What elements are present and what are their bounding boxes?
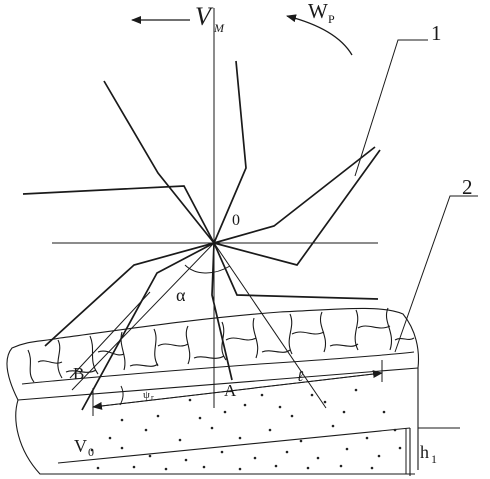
alpha-label: α: [176, 285, 186, 305]
initial-velocity-label: V: [74, 436, 87, 456]
axes: [52, 8, 378, 408]
angle-psi-label: ψ: [143, 389, 150, 401]
angle-psi-sub-label: r: [151, 393, 154, 402]
height-sub-label: 1: [431, 452, 437, 466]
length-dimension: [92, 360, 383, 416]
point-a-label: A: [224, 381, 237, 400]
blade-5: [44, 242, 215, 347]
leader-1: [354, 39, 428, 177]
blade-2: [213, 60, 247, 244]
reference-2: 2: [462, 175, 473, 199]
blade-3: [213, 146, 376, 244]
soil-particles: [90, 388, 402, 471]
initial-velocity-sub-label: 0: [88, 445, 94, 459]
velocity-sub-label: M: [213, 21, 225, 35]
leader-2: [394, 195, 478, 353]
point-b-label: B: [73, 364, 84, 383]
rotation-label: W: [308, 0, 328, 23]
blade-8: [213, 242, 379, 300]
height-label: h: [420, 442, 429, 462]
blade-6: [81, 242, 215, 411]
center-label: 0: [232, 212, 240, 229]
rotation-arrow: [286, 14, 353, 56]
construction-lines: [69, 242, 327, 409]
velocity-label: V: [195, 2, 214, 31]
rotor-blades: [22, 60, 381, 411]
blade-9: [213, 149, 381, 266]
reference-1: 1: [431, 21, 442, 45]
blade-7: [211, 242, 233, 381]
length-label: ℓ: [297, 369, 303, 385]
ground-layer: [15, 367, 460, 476]
blade-4: [22, 185, 215, 244]
crust-layer: [6, 307, 420, 401]
rotation-sub-label: P: [328, 12, 335, 26]
blade-1: [103, 80, 215, 244]
